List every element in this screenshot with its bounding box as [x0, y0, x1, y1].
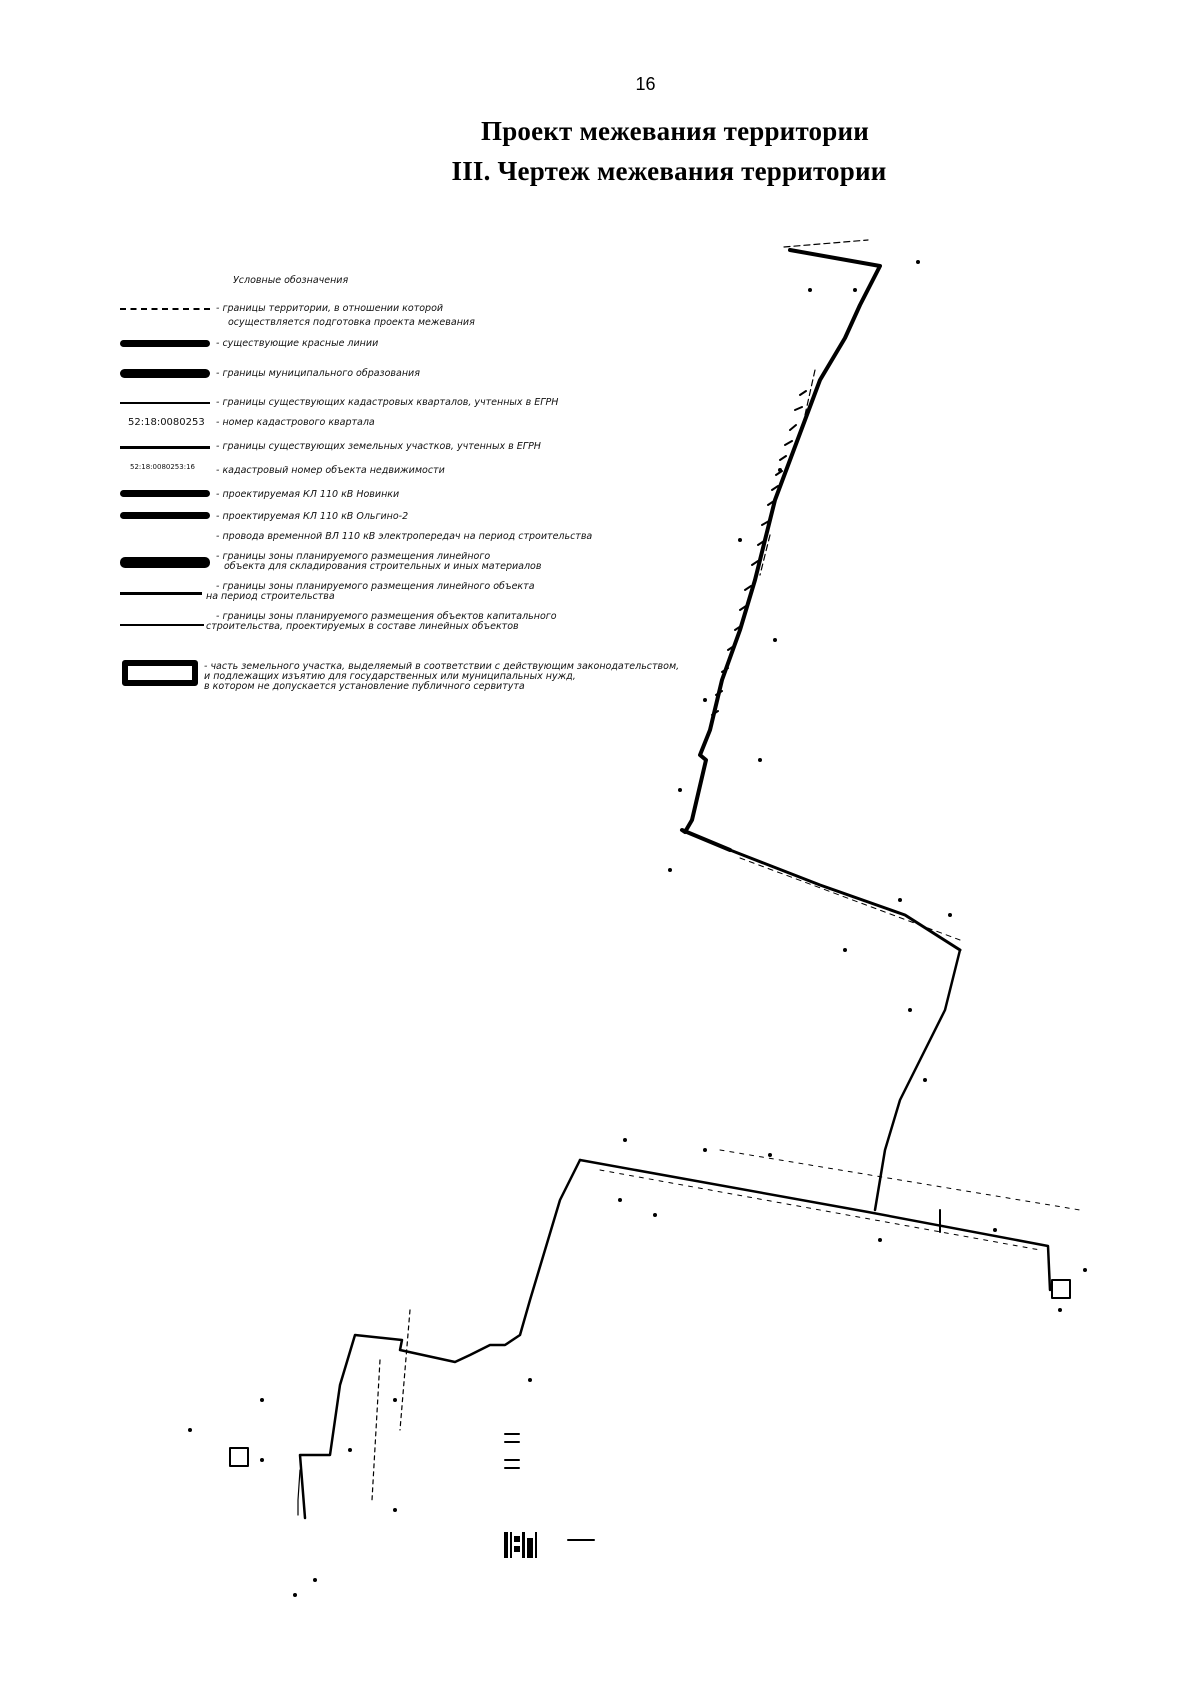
legend-text: - номер кадастрового квартала — [216, 417, 375, 428]
legend-text: - границы существующих кадастровых кварт… — [216, 397, 559, 408]
legend-text: на период строительства — [206, 591, 335, 602]
legend-symbol-thin — [120, 402, 210, 404]
route-line-middle-thin — [739, 857, 961, 941]
barcode-block — [504, 1532, 537, 1558]
legend-symbol-thick — [120, 557, 210, 568]
legend-text: и подлежащих изъятию для государственных… — [204, 671, 576, 682]
route-line-upper-thin — [759, 239, 869, 576]
legend-text: - границы муниципального образования — [216, 368, 420, 379]
legend-symbol-code: 52:18:0080253:16 — [130, 463, 195, 471]
legend-symbol-thick — [120, 490, 210, 497]
legend-text: осуществляется подготовка проекта межева… — [228, 317, 475, 328]
plot-square — [1051, 1279, 1071, 1299]
legend-symbol-code: 52:18:0080253 — [128, 417, 205, 428]
page-title-line2: III. Чертеж межевания территории — [451, 156, 887, 186]
legend-symbol-dashed — [120, 308, 210, 310]
legend-text: - проектируемая КЛ 110 кВ Ольгино-2 — [216, 511, 409, 522]
legend-title: Условные обозначения — [233, 275, 349, 286]
legend-symbol-mid — [120, 446, 210, 449]
legend-symbol-thick — [120, 340, 210, 347]
scattered-dots — [188, 260, 1087, 1597]
marker-equals — [504, 1433, 520, 1469]
hatch-marks — [711, 390, 807, 716]
legend-symbol-thick — [120, 369, 210, 378]
legend-text: - часть земельного участка, выделяемый в… — [204, 661, 680, 672]
legend-symbol-thick — [120, 512, 210, 519]
legend-text: - кадастровый номер объекта недвижимости — [216, 465, 445, 476]
route-line-lower-right-thin — [599, 1149, 1081, 1251]
route-line-lower-right — [578, 1158, 1052, 1292]
route-line-left-bottom — [297, 1469, 301, 1516]
legend-text: - границы зоны планируемого размещения л… — [216, 581, 535, 592]
plot-square — [229, 1447, 249, 1467]
route-line-upper — [680, 248, 882, 852]
legend-symbol-mid — [120, 592, 202, 595]
legend-symbol-box — [122, 660, 198, 686]
legend-text: - существующие красные линии — [216, 338, 379, 349]
legend-text: - проектируемая КЛ 110 кВ Новинки — [216, 489, 400, 500]
route-line-lower-left — [298, 1158, 582, 1520]
route-line-lower-left-thin — [371, 1309, 411, 1501]
legend-text: - границы зоны планируемого размещения о… — [216, 611, 557, 622]
route-line-middle — [728, 848, 962, 952]
legend-text: в котором не допускается установление пу… — [204, 681, 525, 692]
legend-text: - провода временной ВЛ 110 кВ электропер… — [216, 531, 593, 542]
legend-text: объекта для складирования строительных и… — [224, 561, 542, 572]
legend-symbol-thin — [120, 624, 204, 626]
legend-text: - границы существующих земельных участко… — [216, 441, 541, 452]
legend-text: - границы территории, в отношении которо… — [216, 303, 444, 314]
page-title-line1: Проект межевания территории — [481, 116, 869, 146]
legend-text: строительства, проектируемых в составе л… — [206, 621, 519, 632]
legend-text: - границы зоны планируемого размещения л… — [216, 551, 491, 562]
page-number: 16 — [635, 74, 656, 94]
route-line-descent — [873, 948, 962, 1212]
